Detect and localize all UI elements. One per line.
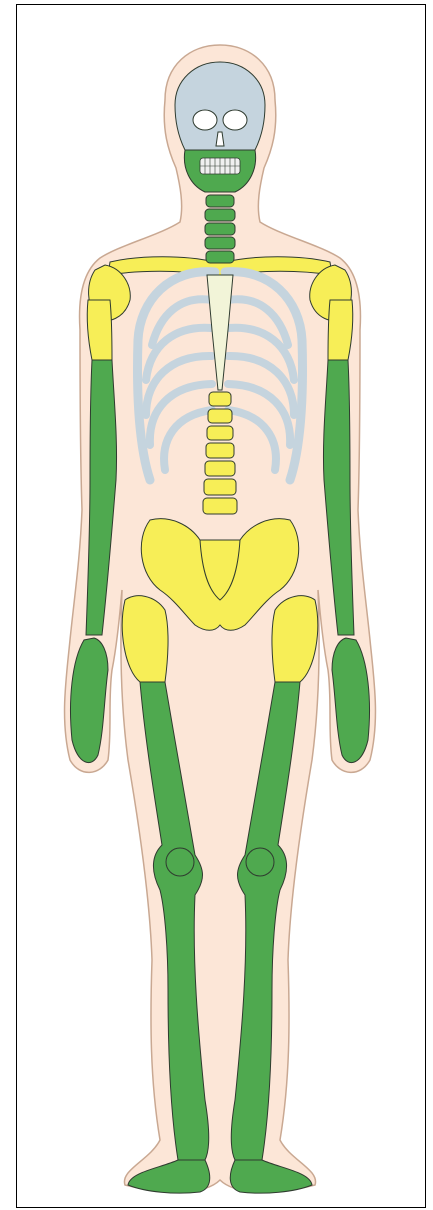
right-humerus	[328, 300, 353, 360]
nasal-cavity	[216, 132, 224, 146]
cervical-spine	[205, 195, 235, 263]
right-eye-socket	[223, 110, 247, 130]
right-kneecap	[246, 848, 274, 876]
left-humerus	[87, 300, 112, 360]
left-kneecap	[166, 848, 194, 876]
left-eye-socket	[193, 110, 217, 130]
